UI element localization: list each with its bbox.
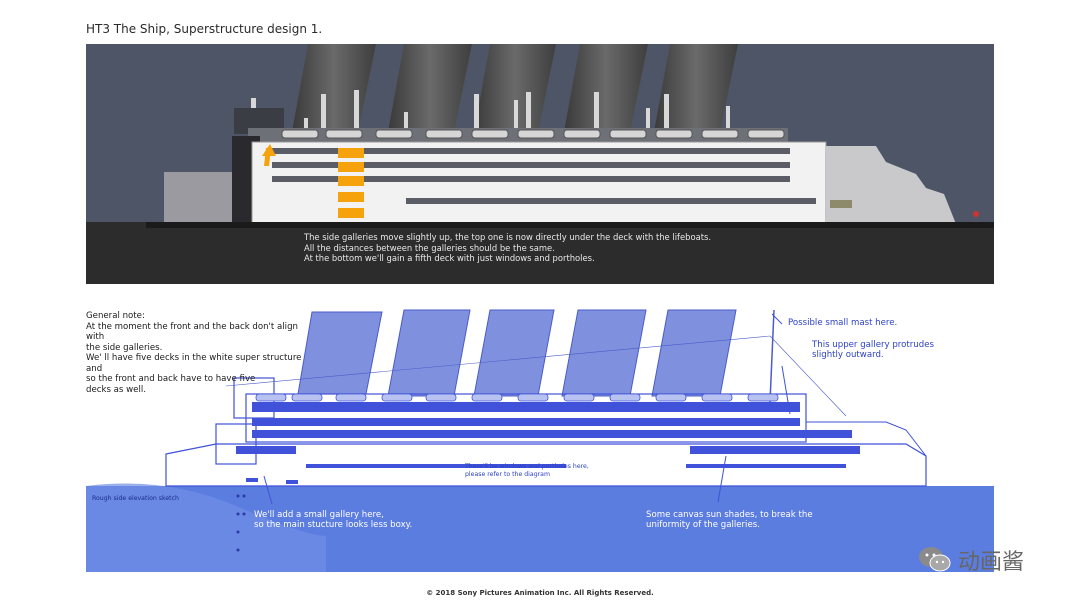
ship-render <box>86 44 994 284</box>
wechat-icon <box>919 547 951 572</box>
annotation-line: so the main stucture looks less boxy. <box>254 520 413 531</box>
annotation-line: Some canvas sun shades, to break the <box>646 510 813 520</box>
sketch-funnels <box>297 309 737 397</box>
annotation-line: There'll be windows and portholes here, <box>465 463 589 470</box>
annotation-line: This upper gallery protrudes <box>812 340 934 350</box>
note-line: General note: <box>86 311 145 321</box>
annotation-sun-shades: Some canvas sun shades, to break the uni… <box>646 510 813 530</box>
annotation-rough-sketch: Rough side elevation sketch <box>92 495 179 502</box>
orange-markers <box>262 144 364 218</box>
note-line: At the moment the front and the back don… <box>86 321 298 343</box>
note-line: decks as well. <box>86 384 146 395</box>
ship-sketch <box>86 306 994 572</box>
annotation-upper-gallery: This upper gallery protrudes slightly ou… <box>812 340 934 360</box>
annotation-line: slightly outward. <box>812 350 884 361</box>
annotation-windows: There'll be windows and portholes here, … <box>465 463 589 478</box>
annotation-line: please refer to the diagram <box>465 470 550 478</box>
watermark-text: 动画酱 <box>958 550 1025 575</box>
annotation-mast: Possible small mast here. <box>788 318 898 328</box>
copyright: © 2018 Sony Pictures Animation Inc. All … <box>426 589 654 597</box>
caption-line: At the bottom we'll gain a fifth deck wi… <box>304 253 595 263</box>
annotation-small-gallery: We'll add a small gallery here, so the m… <box>254 510 412 530</box>
render-panel <box>86 44 994 284</box>
sketch-panel <box>86 306 994 572</box>
note-line: so the front and back have to have five <box>86 374 256 384</box>
funnels <box>292 44 738 132</box>
general-note: General note: At the moment the front an… <box>86 311 306 395</box>
page-title: HT3 The Ship, Superstructure design 1. <box>86 22 323 36</box>
top-caption: The side galleries move slightly up, the… <box>304 232 711 264</box>
caption-line: All the distances between the galleries … <box>304 242 555 253</box>
note-line: the side galleries. <box>86 342 163 353</box>
annotation-line: uniformity of the galleries. <box>646 520 760 531</box>
caption-line: The side galleries move slightly up, the… <box>304 232 712 242</box>
note-line: We' ll have five decks in the white supe… <box>86 353 302 374</box>
annotation-line: We'll add a small gallery here, <box>254 510 384 520</box>
watermark: 动画酱 <box>918 540 1024 580</box>
